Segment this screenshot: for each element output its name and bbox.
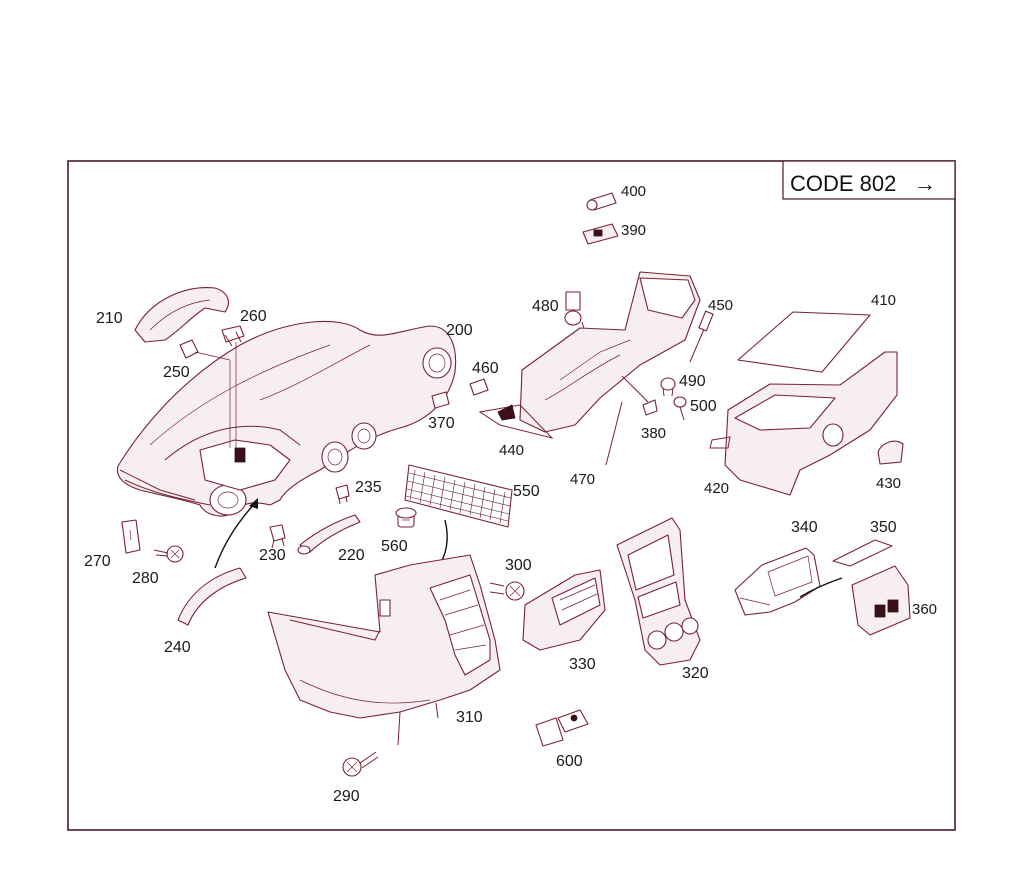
callout-320: 320 xyxy=(682,665,709,682)
part-550-net xyxy=(404,464,513,528)
code-label-box: CODE 802 → xyxy=(782,160,956,200)
callout-420: 390 xyxy=(621,222,646,239)
callout-260: 260 xyxy=(240,308,267,325)
part-380-storage-bin xyxy=(709,351,898,496)
callout-370: 370 xyxy=(428,415,455,432)
part-410-clip xyxy=(621,375,658,416)
diagram-frame xyxy=(67,160,956,831)
assembly-arrow-240 xyxy=(214,502,256,569)
callout-430: 400 xyxy=(621,183,646,200)
part-470-rod xyxy=(605,401,623,466)
callout-500: 500 xyxy=(690,398,717,415)
callout-340: 340 xyxy=(791,519,818,536)
callout-210: 210 xyxy=(96,310,123,327)
callout-490: 490 xyxy=(679,373,706,390)
code-arrow-icon: → xyxy=(914,171,936,196)
part-220-handle xyxy=(297,514,361,555)
callout-235: 235 xyxy=(355,479,382,496)
callout-390: 430 xyxy=(876,475,901,492)
callout-290: 290 xyxy=(333,788,360,805)
part-350-plate xyxy=(832,539,893,567)
part-430-bulb xyxy=(586,192,617,211)
callout-200: 200 xyxy=(446,322,473,339)
part-600-lighter xyxy=(535,709,589,747)
callout-280: 280 xyxy=(132,570,159,587)
part-450-strut xyxy=(689,310,714,363)
callout-410: 380 xyxy=(641,425,666,442)
callout-230: 230 xyxy=(259,547,286,564)
part-280-screw xyxy=(153,545,184,563)
callout-270: 270 xyxy=(84,553,111,570)
callout-330: 330 xyxy=(569,656,596,673)
part-290-screw xyxy=(342,751,379,777)
part-235-clip xyxy=(335,484,350,505)
part-240-trim xyxy=(177,567,247,626)
part-310-lower-console xyxy=(267,554,501,746)
callout-550: 550 xyxy=(513,483,540,500)
callout-600: 600 xyxy=(556,753,583,770)
part-260-clip xyxy=(221,325,245,448)
callout-480: 480 xyxy=(532,298,559,315)
callout-450: 450 xyxy=(708,297,733,314)
part-440-center-console xyxy=(478,271,701,439)
part-420-holder xyxy=(582,223,619,245)
part-320-center-panel xyxy=(616,517,701,666)
callout-460: 460 xyxy=(472,360,499,377)
callout-560: 560 xyxy=(381,538,408,555)
part-300-screw xyxy=(489,581,525,601)
part-390-cover xyxy=(877,440,904,465)
callout-310: 310 xyxy=(456,709,483,726)
part-200-dashboard xyxy=(116,320,457,517)
part-560-plug xyxy=(395,507,417,528)
part-360-switch-panel xyxy=(851,565,911,636)
part-490-grommet xyxy=(660,377,676,397)
part-340-frame xyxy=(734,547,821,616)
callout-300: 300 xyxy=(505,557,532,574)
code-label: CODE 802 xyxy=(790,171,896,196)
callout-220: 220 xyxy=(338,547,365,564)
part-330-tray xyxy=(522,569,606,651)
callout-440: 440 xyxy=(499,442,524,459)
callout-360: 360 xyxy=(912,601,937,618)
callout-250: 250 xyxy=(163,364,190,381)
part-270-bracket xyxy=(121,519,141,554)
part-460-clip xyxy=(469,378,489,396)
part-400-lid xyxy=(737,311,871,373)
part-250-clip xyxy=(179,339,231,448)
part-210-cover xyxy=(134,287,229,343)
assembly-arrow-340 xyxy=(799,577,843,598)
part-370-clip xyxy=(431,391,450,409)
callout-380: 420 xyxy=(704,480,729,497)
callout-400: 410 xyxy=(871,292,896,309)
part-230-clip xyxy=(269,524,286,549)
callout-240: 240 xyxy=(164,639,191,656)
callout-350: 350 xyxy=(870,519,897,536)
callout-470: 470 xyxy=(570,471,595,488)
part-500-screw xyxy=(673,396,687,421)
